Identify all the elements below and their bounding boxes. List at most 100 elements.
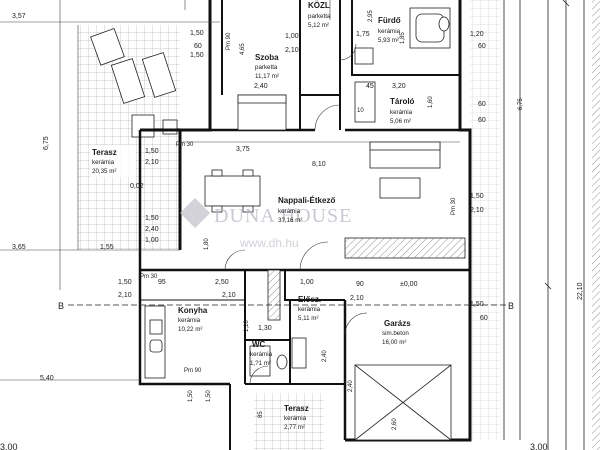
watermark-brand: DUNA HOUSE — [214, 205, 352, 227]
label-pm30-c: Pm 30 — [140, 274, 158, 280]
dim-130: 1,30 — [258, 325, 272, 332]
dim-210a: 2,10 — [470, 207, 484, 214]
dim-100a: 1,00 — [145, 237, 159, 244]
room-area: 5,11 m² — [298, 315, 319, 322]
room-label-terasz-small: Terasz kerámia 2,77 m² — [284, 404, 309, 431]
room-area: 20,35 m² — [92, 168, 116, 175]
dim-110: 1,10 — [244, 320, 250, 332]
room-name: Garázs — [384, 319, 411, 328]
dim-v465: 4,65 — [240, 43, 246, 55]
dim-175: 1,75 — [356, 31, 370, 38]
room-floor: kerámia — [278, 208, 301, 215]
dim-185: 1,85 — [400, 32, 406, 44]
dim-010: 10 — [357, 108, 364, 114]
dim-left-675: 6,75 — [43, 136, 50, 150]
dim-95: 95 — [158, 279, 166, 286]
room-label-tarolo: Tároló kerámia 5,06 m² — [390, 97, 415, 125]
dim-85: 85 — [258, 411, 264, 418]
room-name: Fürdő — [378, 16, 401, 25]
room-floor: parketta — [308, 13, 331, 20]
dim-bottom-left: 3,00 — [0, 442, 18, 450]
dim-bottom-right: 3,00 — [530, 442, 548, 450]
label-pm90-b: Pm 90 — [184, 368, 202, 374]
section-mark-left: B — [58, 301, 64, 311]
room-label-wc: WC kerámia 1,?1 m² — [250, 340, 273, 367]
room-label-eloszoba: Elősz. kerámia 5,11 m² — [298, 295, 321, 322]
room-floor: parketta — [255, 64, 278, 71]
hatched-wall — [344, 237, 466, 259]
terrace-small-tiles — [254, 393, 324, 450]
dim-60b: 60 — [478, 101, 486, 108]
right-strip — [592, 0, 600, 450]
section-mark-right: B — [508, 301, 514, 311]
watermark: DUNA HOUSE www.dh.hu — [180, 198, 352, 250]
room-name: Terasz — [284, 404, 309, 413]
room-area: 16,00 m² — [382, 339, 406, 346]
dim-210f: 2,10 — [350, 295, 364, 302]
dim-corridor: 3,75 — [236, 146, 250, 153]
right-boundary — [503, 0, 585, 450]
thin-lines — [0, 0, 460, 381]
room-label-garazs: Garázs sim.beton 16,00 m² — [382, 319, 411, 346]
dim-240b: 2,40 — [254, 83, 268, 90]
dim-240: 2,40 — [145, 226, 159, 233]
room-floor: kerámia — [250, 351, 273, 358]
dim-60a: 60 — [478, 43, 486, 50]
room-floor: sim.beton — [382, 330, 409, 337]
terrace-furniture — [90, 27, 178, 138]
room-floor: kerámia — [178, 317, 201, 324]
label-pm30-a: Pm 30 — [176, 142, 194, 148]
dim-living-width: 8,10 — [312, 161, 326, 168]
dim-150h: 1,50 — [188, 390, 194, 402]
room-area: 10,22 m² — [178, 326, 202, 333]
dim-150g: 1,50 — [190, 30, 204, 37]
dim-210c: 2,10 — [118, 292, 132, 299]
dim-90: 90 — [356, 281, 364, 288]
label-pm30-b: Pm 30 — [451, 197, 457, 215]
dim-210b: 2,10 — [145, 159, 159, 166]
dim-120: 1,20 — [470, 31, 484, 38]
room-label-furdo: Fürdő kerámia 5,93 m² — [378, 16, 401, 44]
watermark-url: www.dh.hu — [239, 236, 299, 250]
label-pm90-a: Pm 90 — [226, 32, 232, 50]
dim-240c: 2,40 — [322, 350, 328, 362]
furniture — [144, 7, 452, 441]
door-swings — [224, 43, 368, 385]
room-label-konyha: Konyha kerámia 10,22 m² — [178, 306, 208, 333]
dim-150e: 1,50 — [118, 279, 132, 286]
room-floor: kerámia — [378, 28, 401, 35]
room-area: 3?,16 m² — [278, 217, 302, 224]
dim-150c: 1,50 — [145, 148, 159, 155]
room-floor: kerámia — [298, 306, 321, 313]
room-area: 11,17 m² — [255, 73, 279, 80]
room-name: Szoba — [255, 53, 279, 62]
room-name: KÖZL — [308, 1, 330, 10]
room-name: WC — [252, 340, 266, 349]
room-label-nappali: Nappali-Étkező kerámia 3?,16 m² — [278, 196, 335, 224]
room-floor: kerámia — [92, 159, 115, 166]
room-floor: kerámia — [390, 109, 413, 116]
dim-150f: 1,50 — [190, 52, 204, 59]
dim-210d: 2,10 — [222, 292, 236, 299]
dim-160: 1,60 — [428, 96, 434, 108]
dimension-labels: 3,57 6,75 3,65 1,55 5,40 3,00 3,00 22,10… — [0, 10, 584, 450]
dim-250: 2,50 — [215, 279, 229, 286]
dim-45: 45 — [366, 83, 374, 90]
dim-150b: 1,50 — [470, 301, 484, 308]
dim-left-155: 1,55 — [100, 244, 114, 251]
dim-left-540: 5,40 — [40, 375, 54, 382]
dim-storage-w: 3,20 — [392, 83, 406, 90]
dim-v675b: 6,75 — [518, 98, 524, 110]
dim-150i: 1,50 — [206, 390, 212, 402]
dim-150a: 1,50 — [470, 193, 484, 200]
room-label-kozl: KÖZL parketta 5,12 m² — [308, 1, 331, 29]
dim-240d: 2,40 — [348, 380, 354, 392]
dim-260: 2,60 — [392, 418, 398, 430]
room-name: Konyha — [178, 306, 208, 315]
room-name: Terasz — [92, 148, 117, 157]
dim-right-2210: 22,10 — [577, 282, 584, 300]
dim-60c: 60 — [478, 117, 486, 124]
room-name: Nappali-Étkező — [278, 196, 335, 205]
dim-180: 1,80 — [204, 238, 210, 250]
